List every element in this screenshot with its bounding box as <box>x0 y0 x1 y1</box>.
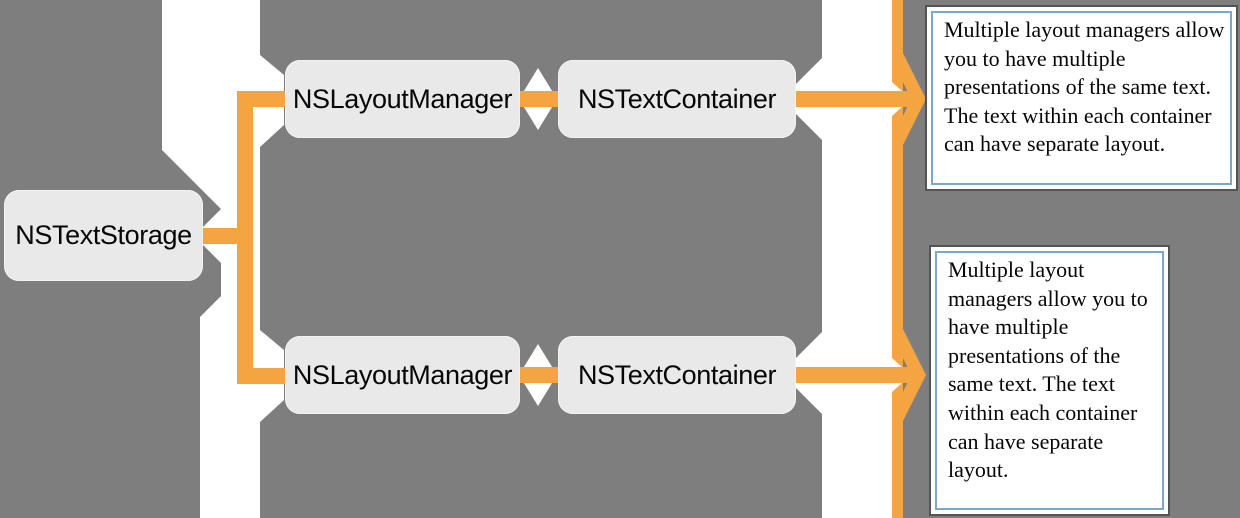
node-nslayoutmanager-bottom: NSLayoutManager <box>285 336 520 414</box>
connector-layout-to-container-bottom <box>518 367 559 383</box>
node-nslayoutmanager-top: NSLayoutManager <box>285 60 520 138</box>
connector-trunk-to-layout-manager-top <box>237 91 288 107</box>
connector-container-to-note-bottom <box>796 367 911 383</box>
connector-trunk-vertical <box>237 91 253 384</box>
node-nstextstorage-label: NSTextStorage <box>15 220 192 250</box>
note-box-top: Multiple layout managers allow you to ha… <box>925 5 1238 191</box>
connector-container-to-note-top <box>796 91 911 107</box>
left-arrow-channel <box>162 0 284 518</box>
right-arrow-channel <box>796 0 892 518</box>
node-nstextcontainer-bottom: NSTextContainer <box>558 336 796 414</box>
node-nstextcontainer-bottom-label: NSTextContainer <box>577 359 777 390</box>
node-nstextcontainer-top: NSTextContainer <box>558 60 796 138</box>
note-box-bottom-text: Multiple layout managers allow you to ha… <box>935 251 1164 510</box>
connector-trunk-to-layout-manager-bottom <box>237 368 288 384</box>
arrowhead-top-icon <box>903 53 926 145</box>
note-box-top-text: Multiple layout managers allow you to ha… <box>931 11 1232 185</box>
node-nstextstorage: NSTextStorage <box>4 190 203 281</box>
node-nslayoutmanager-bottom-label: NSLayoutManager <box>292 359 513 390</box>
connector-rail-right <box>892 0 903 518</box>
arrowhead-bottom-icon <box>903 329 926 421</box>
node-nstextcontainer-top-label: NSTextContainer <box>577 83 777 114</box>
node-nslayoutmanager-top-label: NSLayoutManager <box>292 83 513 114</box>
connector-layout-to-container-top <box>518 91 559 107</box>
note-box-bottom: Multiple layout managers allow you to ha… <box>929 245 1170 516</box>
